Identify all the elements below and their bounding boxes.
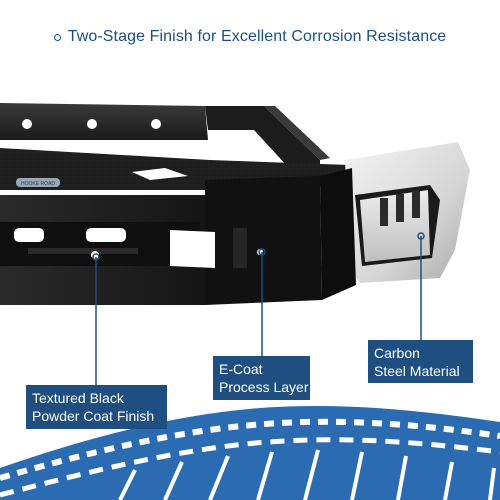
callout-textured-line2: Powder Coat Finish xyxy=(32,408,155,424)
callout-ecoat-layer: E-Coat Process Layer xyxy=(213,356,310,400)
page-title: Two-Stage Finish for Excellent Corrosion… xyxy=(67,28,447,45)
bumper-side-bracket xyxy=(320,168,356,300)
callout-carbon-line1: Carbon xyxy=(374,345,420,361)
callout-ecoat-line2: Process Layer xyxy=(219,379,309,395)
brand-badge xyxy=(16,178,60,187)
callout-ecoat-line1: E-Coat xyxy=(219,361,263,377)
callout-textured-powder-coat: Textured Black Powder Coat Finish xyxy=(26,385,167,429)
bumper-top-plate xyxy=(0,103,208,140)
callout-carbon-line2: Steel Material xyxy=(374,363,460,379)
callout-leaders xyxy=(92,232,425,387)
callout-carbon-steel: Carbon Steel Material xyxy=(368,340,473,383)
brand-badge-text: HOOKE ROAD xyxy=(21,181,55,187)
bumper-brush-guard xyxy=(205,106,330,180)
bumper-center-box xyxy=(170,176,322,305)
callout-textured-line1: Textured Black xyxy=(32,390,124,406)
circle-bullet-icon xyxy=(53,33,61,41)
tire-tread-graphic xyxy=(0,405,500,500)
bumper-silver-end-cap xyxy=(345,142,470,283)
page-heading: Two-Stage Finish for Excellent Corrosion… xyxy=(0,24,500,50)
